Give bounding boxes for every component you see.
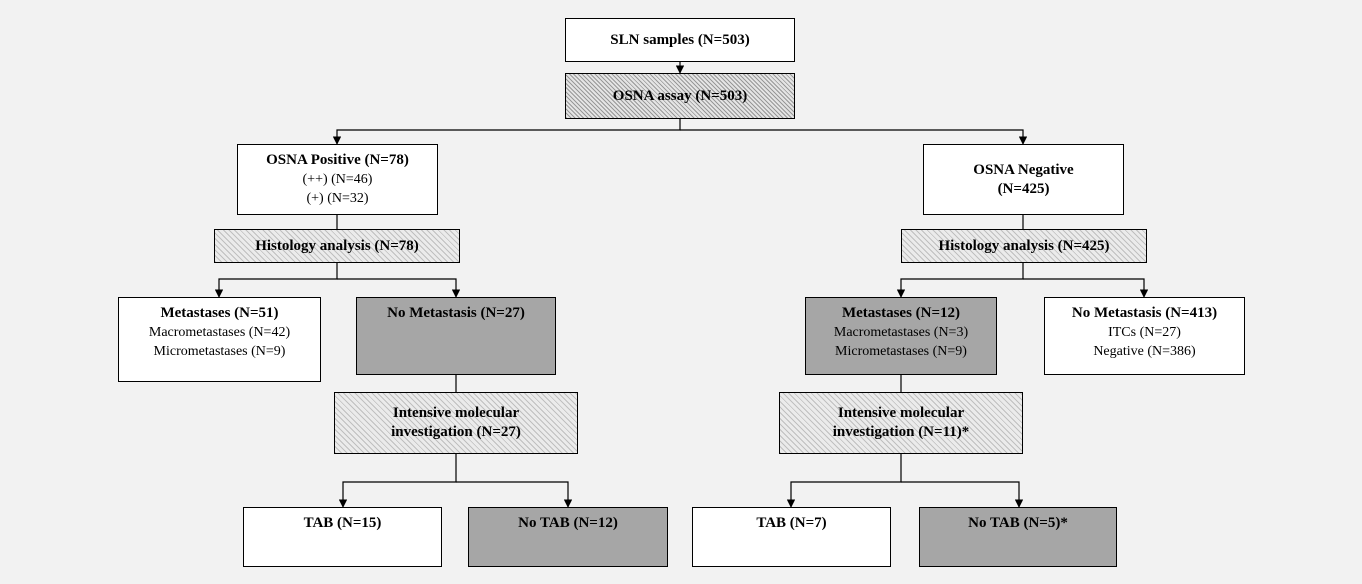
osna-positive-title: OSNA Positive (N=78): [266, 152, 409, 168]
arrow-osna-to-negative: [680, 129, 1028, 145]
metastases-negative-line-1: Macrometastases (N=3): [833, 325, 969, 340]
no-tab-positive-box: No TAB (N=12): [468, 507, 668, 567]
arrow-imi-to-notab-pos: [456, 481, 573, 508]
arrow-histology-to-metastases-neg: [896, 263, 1024, 298]
histology-negative-box: Histology analysis (N=425): [901, 229, 1147, 263]
no-metastasis-negative-box: No Metastasis (N=413) ITCs (N=27) Negati…: [1044, 297, 1245, 375]
arrow-histology-to-nometastasis-pos: [337, 278, 461, 298]
osna-negative-title: OSNA Negative: [973, 161, 1074, 178]
arrow-histology-to-metastases-pos: [214, 263, 338, 298]
sln-samples-label: SLN samples (N=503): [610, 31, 750, 48]
metastases-negative-title: Metastases (N=12): [841, 305, 961, 321]
osna-assay-label: OSNA assay (N=503): [612, 87, 748, 104]
metastases-positive-title: Metastases (N=51): [160, 305, 279, 321]
osna-assay-box: OSNA assay (N=503): [565, 73, 795, 119]
no-metastasis-negative-line-2: Negative (N=386): [1093, 344, 1196, 359]
imi-negative-title: Intensive molecular: [837, 405, 965, 421]
metastases-negative-line-2: Micrometastases (N=9): [835, 344, 967, 359]
osna-negative-box: OSNA Negative (N=425): [923, 144, 1124, 215]
no-metastasis-positive-box: No Metastasis (N=27): [356, 297, 556, 375]
tab-negative-box: TAB (N=7): [692, 507, 891, 567]
arrow-imi-to-tab-pos: [338, 454, 457, 508]
no-tab-negative-box: No TAB (N=5)*: [919, 507, 1117, 567]
arrow-histology-to-nometastasis-neg: [1023, 278, 1149, 298]
arrow-osna-to-positive: [332, 119, 681, 145]
osna-positive-box: OSNA Positive (N=78) (++) (N=46) (+) (N=…: [237, 144, 438, 215]
tab-positive-box: TAB (N=15): [243, 507, 442, 567]
tab-positive-label: TAB (N=15): [303, 515, 382, 531]
histology-positive-box: Histology analysis (N=78): [214, 229, 460, 263]
imi-positive-box: Intensive molecular investigation (N=27): [334, 392, 578, 454]
metastases-positive-line-1: Macrometastases (N=42): [148, 325, 291, 340]
no-metastasis-negative-line-1: ITCs (N=27): [1108, 325, 1181, 340]
imi-negative-box: Intensive molecular investigation (N=11)…: [779, 392, 1023, 454]
metastases-negative-box: Metastases (N=12) Macrometastases (N=3) …: [805, 297, 997, 375]
imi-positive-title-2: investigation (N=27): [391, 424, 521, 440]
no-metastasis-positive-title: No Metastasis (N=27): [387, 305, 525, 321]
histology-positive-label: Histology analysis (N=78): [255, 237, 419, 254]
sln-samples-box: SLN samples (N=503): [565, 18, 795, 62]
arrow-imi-to-tab-neg: [786, 454, 902, 508]
no-metastasis-negative-title: No Metastasis (N=413): [1071, 305, 1218, 321]
no-tab-negative-label: No TAB (N=5)*: [968, 515, 1068, 531]
metastases-positive-line-2: Micrometastases (N=9): [153, 344, 286, 359]
arrow-imi-to-notab-neg: [901, 481, 1024, 508]
imi-positive-title: Intensive molecular: [392, 405, 520, 421]
tab-negative-label: TAB (N=7): [756, 515, 827, 531]
imi-negative-title-2: investigation (N=11)*: [832, 424, 970, 440]
osna-positive-line-1: (++) (N=46): [302, 172, 373, 187]
metastases-positive-box: Metastases (N=51) Macrometastases (N=42)…: [118, 297, 321, 382]
histology-negative-label: Histology analysis (N=425): [938, 237, 1110, 254]
osna-negative-count: (N=425): [997, 180, 1050, 197]
no-tab-positive-label: No TAB (N=12): [518, 515, 618, 531]
osna-positive-line-2: (+) (N=32): [306, 191, 369, 206]
